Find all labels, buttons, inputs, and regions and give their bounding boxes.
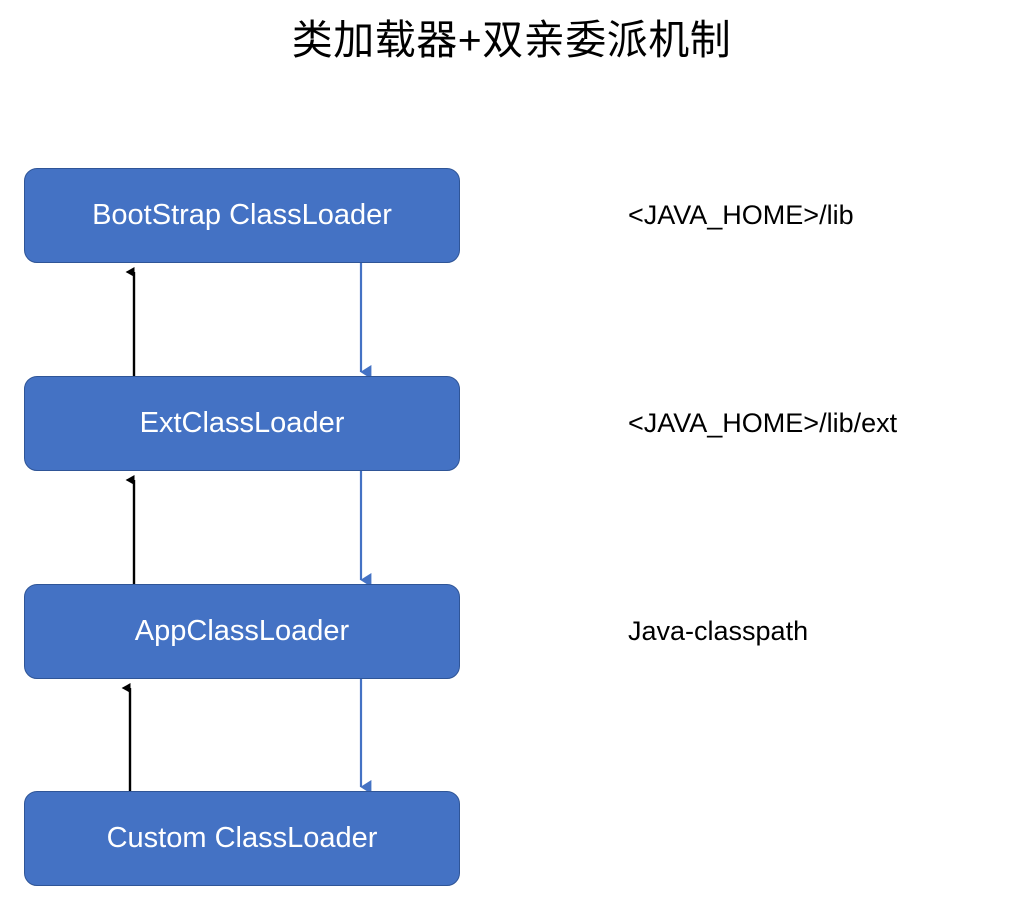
node-custom-classloader[interactable]: Custom ClassLoader bbox=[24, 791, 460, 886]
node-label: Custom ClassLoader bbox=[106, 822, 378, 854]
side-label-app-path: Java-classpath bbox=[628, 616, 809, 646]
node-bootstrap-classloader[interactable]: BootStrap ClassLoader bbox=[24, 168, 460, 263]
page-title: 类加载器+双亲委派机制 bbox=[291, 17, 732, 63]
node-label: ExtClassLoader bbox=[139, 407, 345, 439]
side-label-bootstrap-path: <JAVA_HOME>/lib bbox=[628, 200, 854, 230]
side-label-ext-path: <JAVA_HOME>/lib/ext bbox=[628, 408, 898, 438]
node-ext-classloader[interactable]: ExtClassLoader bbox=[24, 376, 460, 471]
node-label: BootStrap ClassLoader bbox=[92, 199, 392, 231]
node-app-classloader[interactable]: AppClassLoader bbox=[24, 584, 460, 679]
node-label: AppClassLoader bbox=[134, 615, 350, 647]
